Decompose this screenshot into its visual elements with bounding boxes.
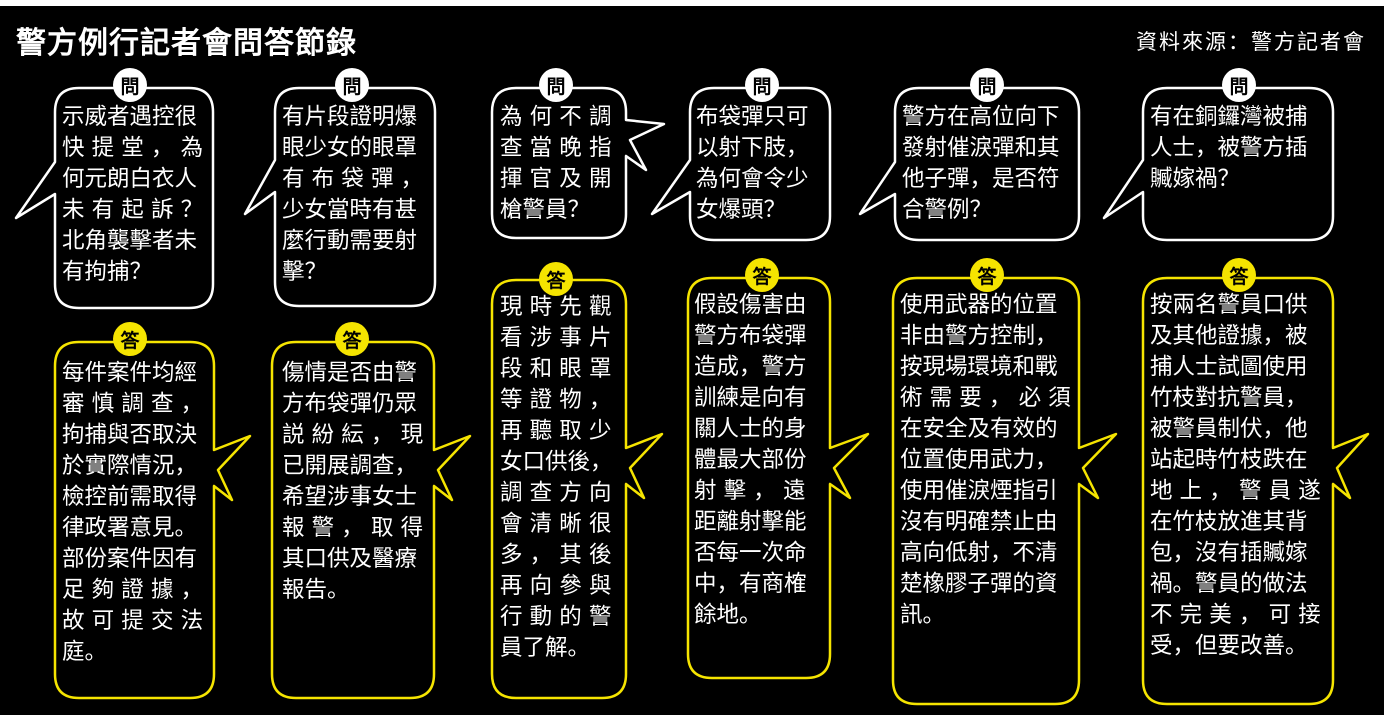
answer-bubble-3 xyxy=(490,278,664,700)
question-badge: 問 xyxy=(970,68,1004,102)
question-text-2: 有片段證明爆 眼少女的眼罩 有 布 袋 彈 ， 少女當時有甚 麼行動需要射 擊？ xyxy=(282,104,424,285)
answer-text-5: 使用武器的位置 非由警方控制， 按現場環境和戰 術 需 要 ， 必 須 在安全及… xyxy=(900,292,1071,628)
question-text-5: 警方在高位向下 發射催淚彈和其 他子彈，是否符 合警例？ xyxy=(902,104,1060,223)
infographic-panel: 警方例行記者會問答節錄 資料來源：警方記者會 問 示威者遇控很 快 提 堂 ， … xyxy=(0,6,1384,715)
answer-bubble-4 xyxy=(686,276,870,680)
answer-text-4: 假設傷害由 警方布袋彈 造成，警方 訓練是向有 關人士的身 體最大部份 射 擊 … xyxy=(694,292,807,628)
answer-badge: 答 xyxy=(539,262,573,296)
question-bubble-3 xyxy=(490,86,666,240)
answer-text-6: 按兩名警員口供 及其他證據，被 捕人士試圖使用 竹枝對抗警員， 被警員制伏，他 … xyxy=(1150,292,1321,659)
question-text-4: 布袋彈只可 以射下肢， 為何會令少 女爆頭？ xyxy=(696,104,809,223)
question-bubble-2 xyxy=(243,86,437,308)
question-badge: 問 xyxy=(1222,68,1256,102)
question-badge: 問 xyxy=(335,68,369,102)
question-text-1: 示威者遇控很 快 提 堂 ， 為 何元朗白衣人 未 有 起 訴 ？ 北角襲擊者未… xyxy=(62,104,204,285)
answer-badge: 答 xyxy=(113,322,147,356)
answer-badge: 答 xyxy=(335,322,369,356)
speech-bubbles-layer xyxy=(14,86,1370,706)
answer-badge: 答 xyxy=(970,258,1004,292)
question-badge: 問 xyxy=(745,68,779,102)
question-text-3: 為 何 不 調 查 當 晚 指 揮 官 及 開 槍警員？ xyxy=(500,104,612,223)
answer-badge: 答 xyxy=(745,258,779,292)
question-bubble-4 xyxy=(650,86,832,242)
answer-bubble-1 xyxy=(53,340,252,700)
question-bubble-1 xyxy=(14,86,215,310)
question-text-6: 有在銅鑼灣被捕 人士，被警方插 贓嫁禍？ xyxy=(1150,104,1308,192)
question-bubble-5 xyxy=(858,86,1081,242)
answer-text-3: 現 時 先 觀 看 涉 事 片 段 和 眼 罩 等 證 物 ， 再 聽 取 少 … xyxy=(500,294,613,661)
answer-bubble-5 xyxy=(891,276,1118,706)
answer-bubble-6 xyxy=(1141,276,1370,706)
question-badge: 問 xyxy=(539,68,573,102)
page-title: 警方例行記者會問答節錄 xyxy=(16,26,357,61)
source-note: 資料來源：警方記者會 xyxy=(1136,30,1366,54)
answer-bubble-2 xyxy=(270,340,472,700)
answer-text-1: 每件案件均經 審 慎 調 查 ， 拘捕與否取決 於實際情況， 檢控前需取得 律政… xyxy=(62,360,204,665)
question-bubble-6 xyxy=(1102,86,1335,242)
answer-text-2: 傷情是否由警 方布袋彈仍眾 説 紛 紜 ， 現 已開展調查， 希望涉事女士 報 … xyxy=(282,360,424,603)
answer-badge: 答 xyxy=(1222,258,1256,292)
question-badge: 問 xyxy=(113,68,147,102)
